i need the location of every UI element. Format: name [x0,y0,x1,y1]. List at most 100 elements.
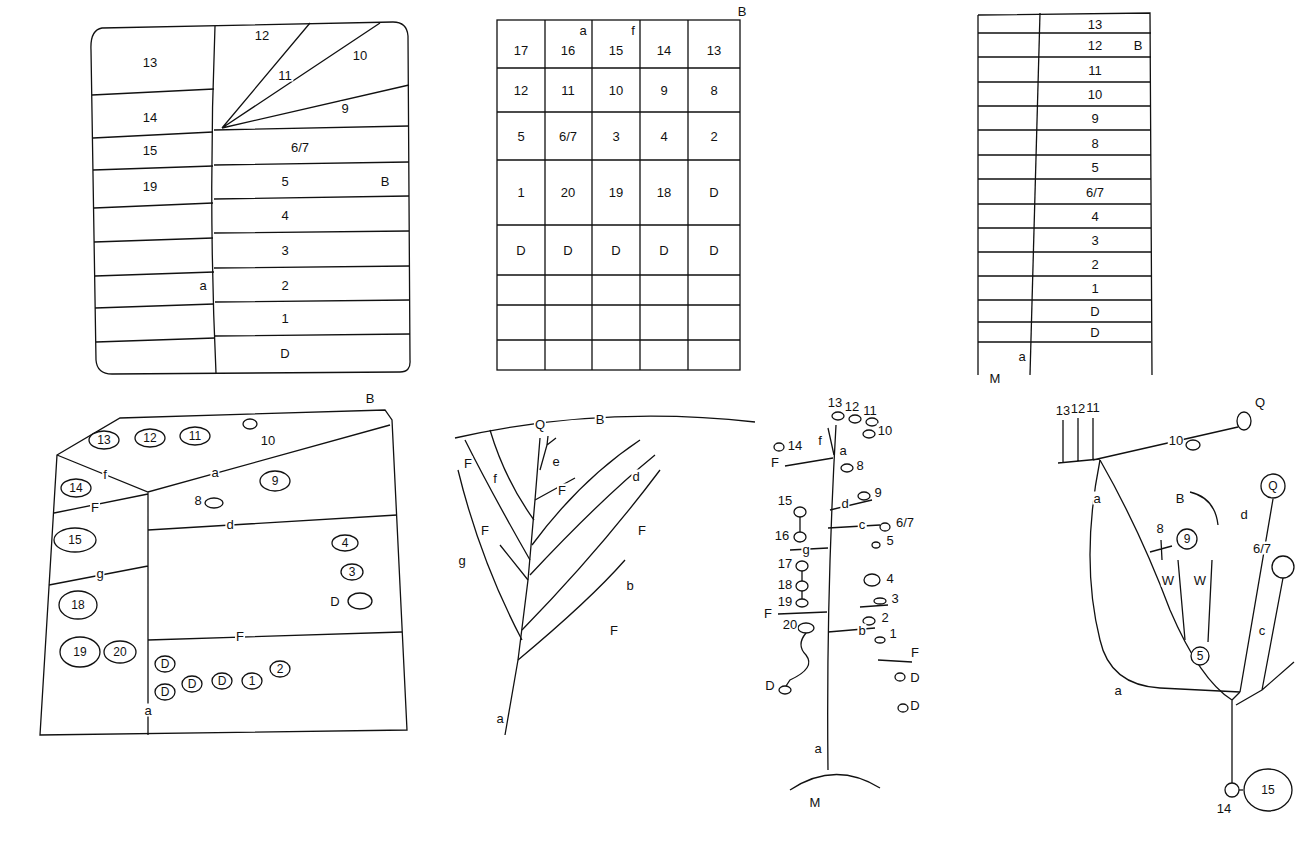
callout-label: B [365,392,376,405]
callout-label: F [463,457,473,470]
callout-label: D [1089,305,1100,318]
callout-label: f [630,24,636,37]
node-text: 1 [249,675,256,687]
callout-label: 9 [340,102,349,115]
circled-number: 15 [53,527,97,553]
node-text: 15 [68,534,81,546]
node-text: 3 [349,566,356,578]
callout-label: 9 [873,486,882,499]
callout-label: 12 [1087,39,1103,52]
callout-label: Q [1254,396,1266,409]
callout-label: 12 [844,400,860,413]
callout-label: 12 [513,84,529,97]
callout-label: 3 [280,244,289,257]
callout-label: F [910,646,920,659]
oval-shape [1244,769,1292,811]
callout-label: D [1089,326,1100,339]
circled-number: 4 [331,534,359,552]
callout-label: 9 [1090,112,1099,125]
callout-label: B [595,413,606,426]
callout-label: 4 [1090,210,1099,223]
circled-number: 14 [60,478,92,498]
circled-number: D [154,655,176,673]
callout-label: 8 [709,84,718,97]
circled-number: Q [1260,473,1286,499]
callout-label: 4 [280,209,289,222]
node-text: 9 [1184,533,1191,545]
callout-label: c [858,518,867,531]
oval-shape [104,641,136,663]
callout-label: 19 [142,180,158,193]
callout-label: 2 [280,279,289,292]
callout-label: d [1239,508,1248,521]
node-text: D [161,686,170,698]
callout-label: M [989,372,1002,385]
callout-label: 14 [656,44,672,57]
node-text: 2 [277,663,284,675]
circled-number: 11 [179,426,211,446]
callout-label: 5 [516,130,525,143]
callout-label: 3 [611,130,620,143]
node-text: 19 [73,646,86,658]
node-text: D [188,678,197,690]
callout-label: 9 [659,84,668,97]
callout-label: 3 [890,592,899,605]
circled-number: 1 [241,672,263,690]
callout-label: 15 [142,144,158,157]
callout-label: 1 [280,312,289,325]
callout-label: 1 [888,627,897,640]
callout-label: 5 [1090,161,1099,174]
callout-label: d [225,518,234,531]
node-text: 14 [69,482,82,494]
callout-label: 13 [827,396,843,409]
circled-number: D [154,683,176,701]
callout-label: 10 [352,49,368,62]
callout-label: D [329,595,340,608]
callout-label: g [457,554,466,567]
callout-label: a [1092,492,1101,505]
callout-label: d [631,470,640,483]
callout-label: 10 [260,434,276,447]
node-text: 4 [342,537,349,549]
callout-label: 2 [1090,258,1099,271]
node-text: 15 [1261,784,1274,796]
callout-label: 13 [1087,18,1103,31]
callout-label: a [198,279,207,292]
callout-label: a [1017,350,1026,363]
callout-label: 4 [885,572,894,585]
callout-label: a [495,712,504,725]
callout-label: 8 [193,494,202,507]
oval-shape [332,535,358,551]
callout-label: F [480,524,490,537]
callout-label: 11 [1087,64,1103,77]
circled-number: 20 [103,640,137,664]
callout-label: 17 [777,557,793,570]
oval-shape [60,637,100,667]
callout-label: 8 [1090,137,1099,150]
node-text: 11 [189,430,201,442]
callout-label: F [609,624,619,637]
callout-label: 15 [777,494,793,507]
oval-shape [89,431,119,449]
callout-label: 12 [254,29,270,42]
callout-label: 11 [1085,401,1101,414]
oval-shape [242,673,262,689]
callout-label: 11 [277,69,293,82]
callout-label: D [909,671,920,684]
callout-label: b [857,624,866,637]
callout-label: 2 [709,130,718,143]
oval-shape [341,564,363,580]
callout-label: 19 [608,186,624,199]
callout-label: a [210,466,219,479]
callout-label: 14 [142,111,158,124]
callout-label: F [90,501,100,514]
callout-label: 5 [280,175,289,188]
node-text: D [161,658,170,670]
callout-label: 6/7 [558,130,578,143]
oval-shape [1261,474,1285,498]
callout-label: D [708,244,719,257]
callout-label: 10 [1087,88,1103,101]
callout-label: B [380,175,391,188]
